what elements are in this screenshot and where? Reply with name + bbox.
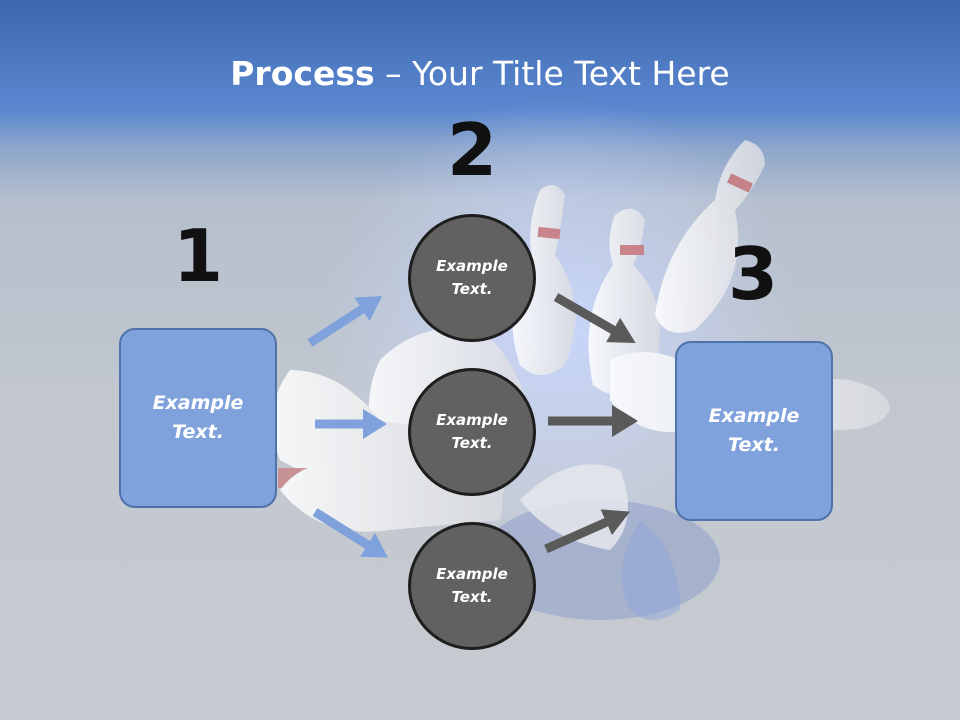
step-2-circle-top-text: Example Text. — [436, 257, 508, 298]
step-3-number: 3 — [727, 232, 779, 316]
step-3-text: Example Text. — [708, 405, 800, 456]
arrow-icon — [548, 405, 638, 437]
step-2-circle-top: Example Text. — [408, 214, 536, 342]
step-1-box: Example Text. — [119, 328, 277, 508]
step-3-box: Example Text. — [675, 341, 833, 521]
arrow-icon — [553, 293, 636, 343]
step-2-circle-bottom-text: Example Text. — [436, 565, 508, 606]
step-2-circle-bottom: Example Text. — [408, 522, 536, 650]
step-1-number: 1 — [172, 214, 224, 298]
step-2-circle-middle-text: Example Text. — [436, 411, 508, 452]
arrow-icon — [544, 509, 631, 554]
step-1-text: Example Text. — [152, 392, 244, 443]
arrow-icon — [307, 296, 383, 347]
arrow-icon — [312, 508, 388, 558]
slide-title: Process – Your Title Text Here — [0, 52, 960, 96]
arrow-icon — [315, 409, 387, 439]
step-2-number: 2 — [446, 108, 498, 192]
step-2-circle-middle: Example Text. — [408, 368, 536, 496]
title-rest: – Your Title Text Here — [374, 54, 730, 93]
title-bold: Process — [230, 54, 375, 93]
